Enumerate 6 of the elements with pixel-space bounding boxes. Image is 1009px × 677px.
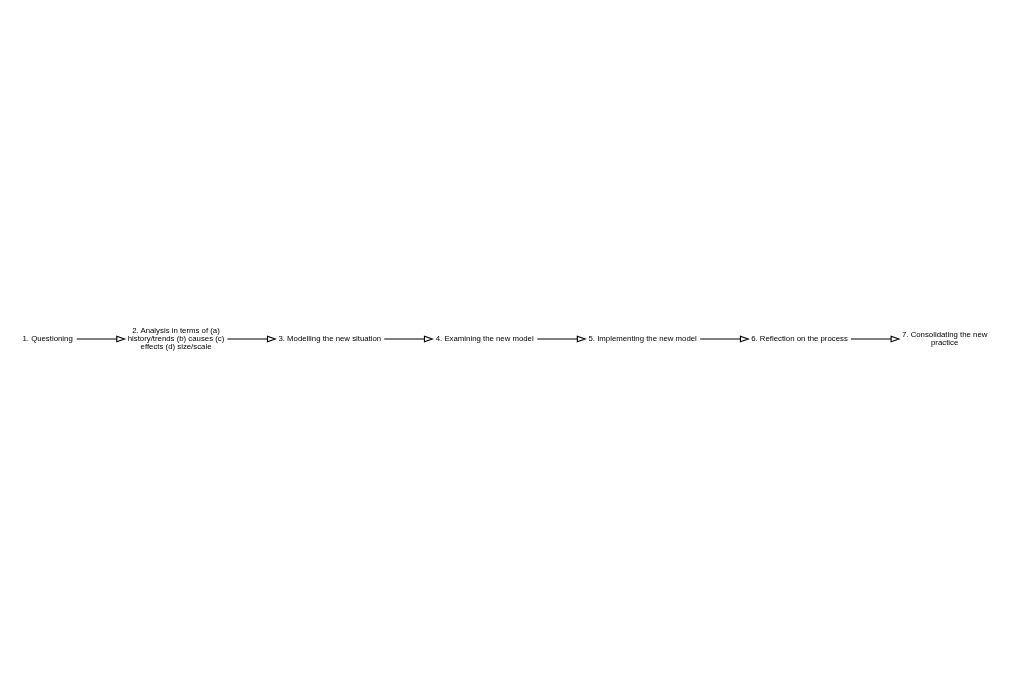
arrow [226, 335, 277, 342]
arrow [383, 335, 434, 342]
arrow [536, 335, 587, 342]
arrow [850, 335, 901, 342]
arrow [76, 335, 127, 342]
arrow [699, 335, 750, 342]
